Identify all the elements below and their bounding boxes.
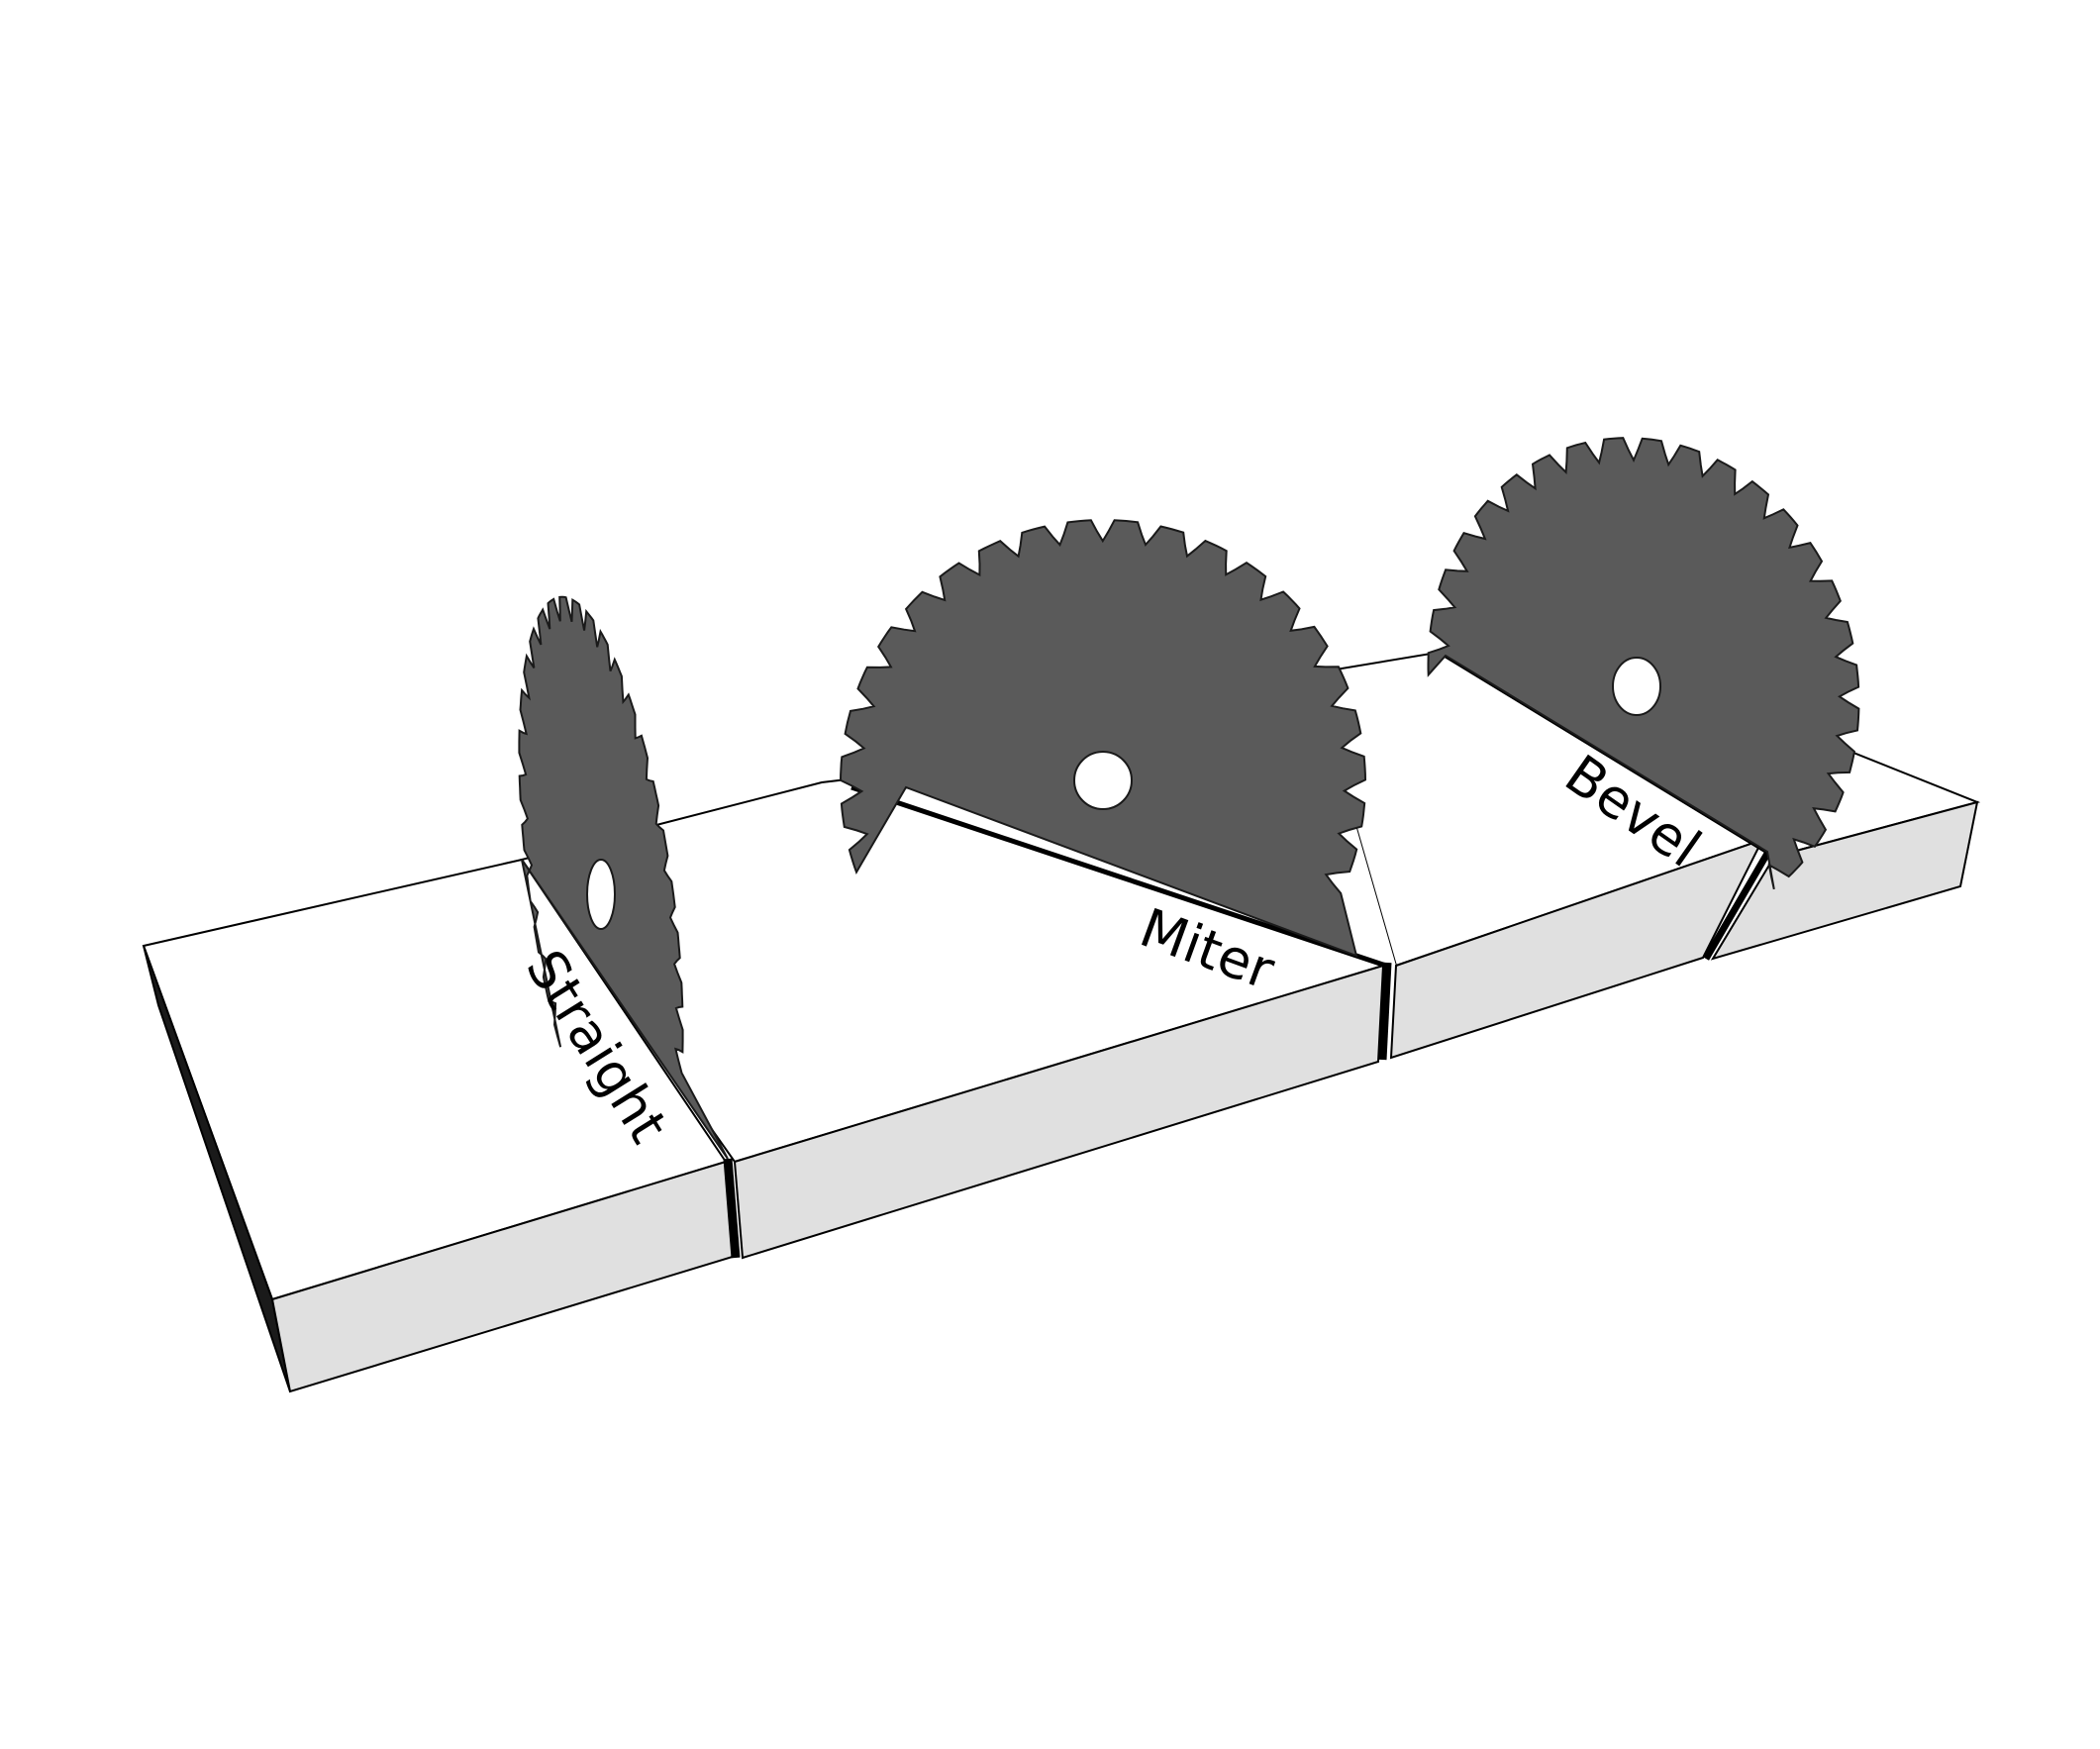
- blade-miter-arbor-hole: [1073, 751, 1133, 810]
- miter-kerf-top: [850, 784, 1387, 969]
- blade-straight: [518, 595, 729, 1160]
- board-piece-2-front: [733, 964, 1385, 1260]
- board-piece-3-front: [1389, 838, 1764, 1060]
- blade-straight-arbor-hole: [586, 859, 616, 930]
- blade-miter: [839, 519, 1367, 958]
- kerf-bevel: [1702, 850, 1772, 961]
- board-piece-4-front: [1710, 800, 1979, 961]
- saw-blades: [518, 437, 1860, 1160]
- saw-blade-icon: [839, 519, 1367, 958]
- wood-board: [142, 650, 1981, 1393]
- blade-bevel-arbor-hole: [1612, 657, 1661, 716]
- kerf-miter: [1377, 962, 1392, 1061]
- saw-blade-icon: [518, 595, 729, 1160]
- kerf-straight: [723, 1158, 741, 1259]
- blade-bevel: [1427, 437, 1860, 890]
